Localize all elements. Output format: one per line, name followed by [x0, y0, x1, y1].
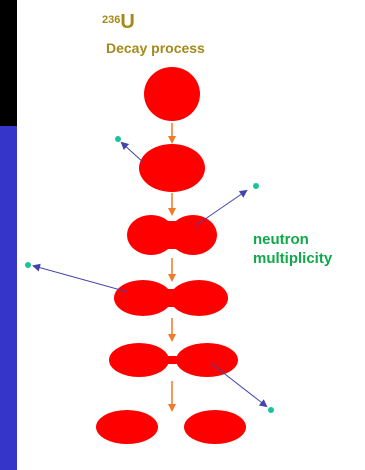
fragment-right [184, 410, 246, 444]
label-line-2: multiplicity [253, 250, 333, 267]
diagram-subtitle: Decay process [106, 40, 205, 56]
neutron-4 [268, 407, 274, 413]
neutron-arrows [32, 141, 268, 408]
isotope-title: 236U [102, 12, 135, 32]
element-symbol: U [120, 11, 135, 33]
nucleus-sphere [144, 67, 200, 121]
nucleus-peanut [127, 215, 217, 255]
neutron-1 [115, 136, 121, 142]
nucleus-ellipsoid [139, 144, 205, 192]
neutron-3 [25, 262, 31, 268]
mass-number: 236 [102, 14, 121, 26]
nucleus-scission-neck [109, 343, 238, 377]
neutrons [25, 136, 274, 413]
fragment-left [96, 410, 158, 444]
nucleus-dumbbell [114, 280, 228, 316]
neutron-2 [253, 183, 259, 189]
label-line-1: neutron [253, 231, 309, 248]
neutron-multiplicity-label: neutron multiplicity [253, 230, 365, 268]
